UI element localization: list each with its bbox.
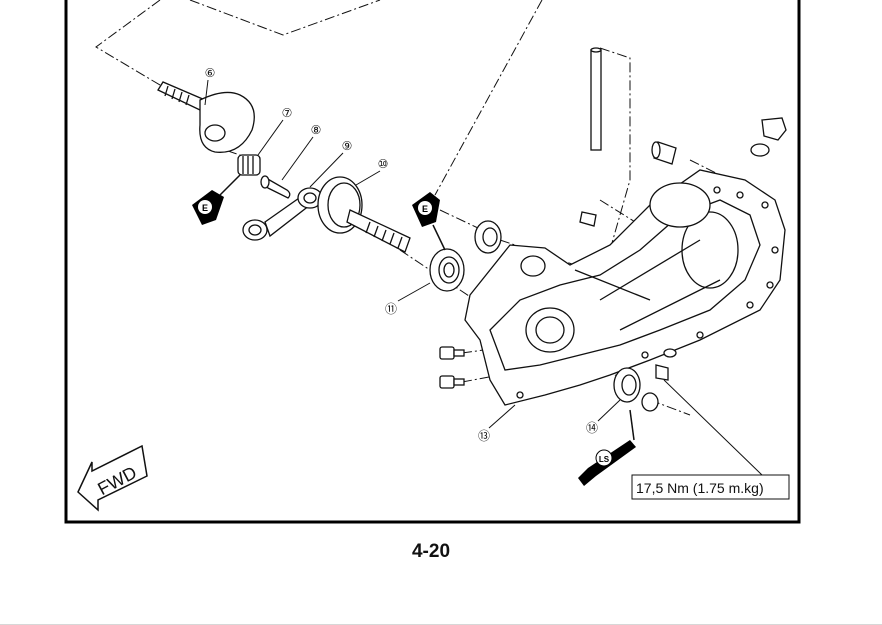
dowel-rod — [590, 47, 602, 151]
svg-text:E: E — [202, 203, 208, 213]
callout-9: ⑨ — [342, 139, 353, 153]
crankcase — [464, 169, 786, 406]
crankshaft-left — [157, 81, 255, 153]
grease-symbol: LS — [578, 409, 636, 486]
callout-10: ⑩ — [378, 157, 389, 171]
small-end-bearing — [237, 154, 261, 176]
engine-oil-symbol-2: E — [412, 192, 446, 251]
oil-plug — [750, 117, 787, 157]
callout-11: ⑪ — [385, 302, 397, 316]
page-number: 4-20 — [411, 541, 451, 562]
callout-14: ⑭ — [586, 421, 598, 435]
callout-7: ⑦ — [282, 106, 293, 120]
engine-oil-symbol: E — [192, 174, 241, 225]
callout-labels: ⑥ ⑦ ⑧ ⑨ ⑩ ⑪ ⑬ ⑭ — [205, 66, 598, 443]
svg-text:LS: LS — [599, 455, 610, 464]
callout-13: ⑬ — [478, 429, 490, 443]
callout-leaders — [204, 79, 621, 429]
callout-8: ⑧ — [311, 123, 322, 137]
callout-6: ⑥ — [205, 66, 216, 80]
second-bearing — [474, 220, 502, 254]
crankshaft-right — [317, 176, 411, 253]
svg-text:E: E — [422, 204, 428, 214]
crankshaft-bearing — [429, 248, 465, 292]
torque-spec-box: 17,5 Nm (1.75 m.kg) — [631, 474, 790, 500]
piston-pin — [260, 175, 291, 199]
oil-seal — [613, 348, 677, 412]
torque-leader — [663, 379, 763, 476]
collar — [651, 141, 677, 165]
torque-spec-text: 17,5 Nm (1.75 m.kg) — [636, 480, 764, 496]
diagram-frame — [64, 0, 801, 524]
crankcase-bolts — [439, 211, 597, 389]
fwd-direction-arrow: FWD — [77, 444, 148, 512]
connecting-rod — [242, 187, 323, 241]
